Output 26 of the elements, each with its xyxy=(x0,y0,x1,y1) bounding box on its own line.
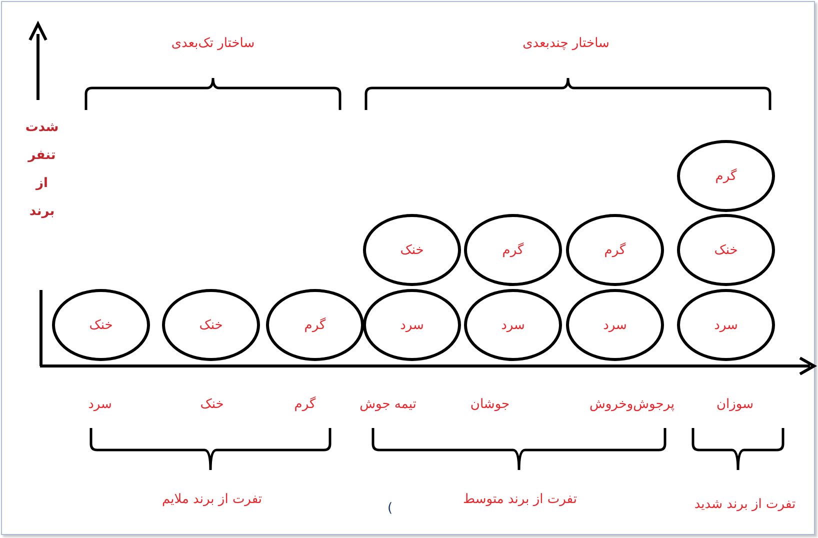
label: سوزان xyxy=(716,397,754,412)
label: ساختار تک‌بعدی xyxy=(171,36,255,51)
ellipse-label: سرد xyxy=(714,318,738,332)
ellipse-label: گرم xyxy=(715,168,737,184)
label: تفرت از برند ملایم xyxy=(162,492,262,507)
label: پرجوش‌وخروش xyxy=(589,397,675,412)
label: تفرت از برند متوسط xyxy=(463,492,577,507)
label: خنک xyxy=(200,397,224,412)
label: گرم xyxy=(294,397,316,412)
ellipse-label: خنک xyxy=(714,242,738,258)
label: ساختار چندبعدی xyxy=(522,36,610,51)
ellipse-label: سرد xyxy=(603,318,627,332)
ellipse-label: گرم xyxy=(502,242,524,258)
ellipse-label: گرم xyxy=(604,242,626,258)
label: سرد xyxy=(88,397,112,412)
label: تفرت از برند شدید xyxy=(694,497,796,512)
label: تیمه جوش xyxy=(360,397,416,412)
ellipse-label: خنک xyxy=(199,318,223,332)
ellipse-label: سرد xyxy=(400,318,424,332)
ellipse-label: سرد xyxy=(501,318,525,332)
stray-mark: ) xyxy=(387,501,393,516)
label: جوشان xyxy=(470,397,510,412)
ellipse-label: خنک xyxy=(89,318,113,332)
axis-title: شدت تنفر از برند xyxy=(24,119,60,221)
ellipse-label: گرم xyxy=(304,318,326,332)
ellipse-label: خنک xyxy=(400,242,424,258)
